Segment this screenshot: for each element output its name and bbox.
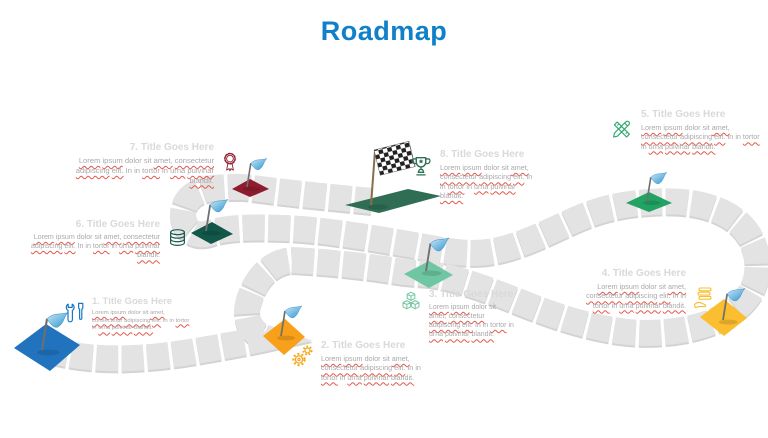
milestone-body: Lorem ipsum dolor sit amet, consectetur … [429, 304, 514, 339]
platform-8-finish [345, 189, 441, 213]
milestone-1: 1. Title Goes Here Lorem ipsum dolor sit… [64, 296, 191, 333]
milestone-2: 2. Title Goes Here Lorem ipsum dolor sit… [291, 340, 421, 382]
gears-icon [292, 345, 313, 367]
milestone-6: 6. Title Goes Here Lorem ipsum dolor sit… [22, 219, 189, 261]
milestone-7: 7. Title Goes Here Lorem ipsum dolor sit… [62, 142, 240, 186]
tools-icon [65, 302, 84, 323]
page-title: Roadmap [320, 16, 448, 46]
milestone-title: 5. Title Goes Here [641, 109, 726, 120]
trophy-icon [411, 156, 431, 176]
milestone-body: Lorem ipsum dolor sit amet, consectetur … [641, 123, 760, 151]
checkered-flag [368, 140, 416, 210]
milestone-title: 8. Title Goes Here [440, 149, 525, 160]
medal-icon [224, 152, 236, 172]
database-icon [170, 229, 185, 246]
milestone-body: Lorem ipsum dolor sit amet, consectetur … [75, 156, 214, 185]
milestone-title: 1. Title Goes Here [92, 296, 173, 307]
milestone-3: 3. Title Goes Here Lorem ipsum dolor sit… [399, 289, 515, 339]
milestone-title: 6. Title Goes Here [75, 219, 160, 230]
milestone-title: 7. Title Goes Here [129, 142, 214, 153]
milestone-8: 8. Title Goes Here Lorem ipsum dolor sit… [408, 149, 537, 200]
milestone-title: 4. Title Goes Here [601, 268, 686, 279]
milestone-body: Lorem ipsum dolor sit amet, consectetur … [30, 233, 160, 260]
milestone-body: Lorem ipsum dolor sit amet, consectetur … [440, 163, 533, 201]
milestone-body: Lorem ipsum dolor sit amet, consectetur … [586, 282, 686, 310]
design-icon [613, 120, 630, 138]
milestone-body: Lorem ipsum dolor sit amet, consectetur … [321, 354, 421, 382]
milestone-4: 4. Title Goes Here Lorem ipsum dolor sit… [572, 268, 716, 310]
milestone-title: 3. Title Goes Here [429, 289, 514, 300]
money-icon [693, 287, 712, 308]
milestone-5: 5. Title Goes Here Lorem ipsum dolor sit… [611, 109, 767, 151]
platform-1-start [14, 324, 80, 371]
milestone-body: Lorem ipsum dolor sit amet, consectetur … [92, 310, 190, 332]
milestone-title: 2. Title Goes Here [321, 340, 406, 351]
cubes-icon [402, 291, 420, 310]
